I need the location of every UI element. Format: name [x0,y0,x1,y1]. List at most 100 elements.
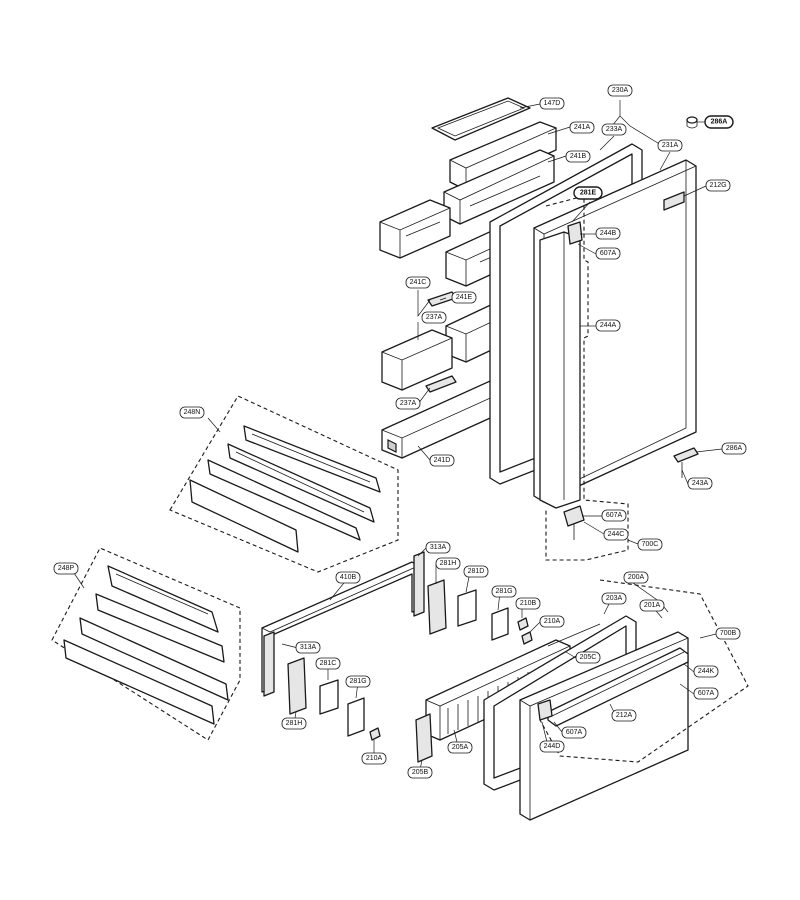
svg-text:210B: 210B [520,600,537,607]
part-281C-block [319,679,339,715]
svg-text:210A: 210A [366,755,383,762]
svg-text:607A: 607A [606,512,623,519]
callout-313A-left: 313A [295,641,321,654]
dashed-group-248N [169,395,399,573]
part-212G-handle-badge [663,191,685,211]
svg-text:241A: 241A [574,124,591,131]
callout-243A: 243A [687,477,713,490]
svg-text:248P: 248P [58,565,75,572]
callout-241C: 241C [405,276,431,289]
svg-text:281G: 281G [495,588,512,595]
svg-text:244D: 244D [544,743,561,750]
svg-text:210A: 210A [544,618,561,625]
part-door-bin-left-lower [381,329,453,391]
callout-203A: 203A [601,592,627,605]
svg-text:313A: 313A [300,644,317,651]
callout-281G-top: 281G [491,585,517,598]
callout-244B: 244B [595,227,621,240]
svg-text:281G: 281G [349,678,366,685]
part-281H-bracket-left [287,657,307,715]
part-281D-block [457,589,477,627]
callout-286A-top: 286A [704,115,734,129]
svg-text:244C: 244C [608,531,625,538]
svg-text:241B: 241B [570,153,587,160]
svg-text:212A: 212A [616,712,633,719]
svg-text:607A: 607A [566,729,583,736]
svg-text:200A: 200A [628,574,645,581]
callout-700C: 700C [637,538,663,551]
svg-text:248N: 248N [184,409,201,416]
svg-text:410B: 410B [340,574,357,581]
callout-241B: 241B [565,150,591,163]
callout-313A-top: 313A [425,541,451,554]
svg-text:201A: 201A [644,602,661,609]
callout-241D: 241D [429,454,455,467]
callout-244A: 244A [595,319,621,332]
callout-205A: 205A [447,741,473,754]
svg-text:241D: 241D [434,457,451,464]
callout-244D: 244D [539,740,565,753]
svg-text:281C: 281C [320,660,337,667]
callout-210A-right: 210A [539,615,565,628]
svg-text:237A: 237A [426,314,443,321]
leader-lines [71,100,723,771]
svg-text:231A: 231A [662,142,679,149]
callout-286A-right: 286A [721,442,747,455]
svg-text:230A: 230A [612,87,629,94]
part-210A-clip-right [521,631,533,645]
callout-281D: 281D [463,565,489,578]
part-241A-door-shelf [449,121,557,191]
part-244D-handle-end-cap [537,699,553,721]
svg-text:244K: 244K [698,668,715,675]
svg-text:313A: 313A [430,544,447,551]
part-205C-basket-divider [547,623,601,647]
svg-text:281H: 281H [440,560,457,567]
part-281G-block-left [347,697,365,737]
callout-244C: 244C [603,528,629,541]
svg-text:700C: 700C [642,541,659,548]
callout-248N: 248N [179,406,205,419]
callout-248P: 248P [53,562,79,575]
part-244K-drawer-handle [547,647,689,727]
svg-text:212G: 212G [709,182,726,189]
svg-text:241E: 241E [456,294,473,301]
callout-281G-left: 281G [345,675,371,688]
callout-281E: 281E [573,186,603,200]
part-313A-slide-rail-left [263,631,275,697]
svg-text:205A: 205A [452,744,469,751]
part-147D-tray-cover [431,97,531,141]
svg-text:233A: 233A [606,126,623,133]
part-313A-slide-rail-right [413,551,425,617]
part-210B-clip [517,617,529,631]
callout-212G: 212G [705,179,731,192]
svg-text:286A: 286A [711,119,728,126]
callout-607A-bottom: 607A [693,687,719,700]
svg-text:205C: 205C [580,654,597,661]
part-244A-door-handle-tube [539,231,581,509]
callout-410B: 410B [335,571,361,584]
svg-text:607A: 607A [698,690,715,697]
callout-230A: 230A [607,84,633,97]
callout-237A-lower: 237A [395,397,421,410]
callout-201A: 201A [639,599,665,612]
callout-244K: 244K [693,665,719,678]
callout-237A-upper: 237A [421,311,447,324]
callout-281H-top: 281H [435,557,461,570]
part-237A-clip-lower [425,375,457,393]
callout-205B: 205B [407,766,433,779]
svg-text:244A: 244A [600,322,617,329]
svg-text:237A: 237A [400,400,417,407]
callout-607A-top: 607A [595,247,621,260]
callout-147D: 147D [539,97,565,110]
callout-241A: 241A [569,121,595,134]
callout-700B: 700B [715,627,741,640]
svg-text:243A: 243A [692,480,709,487]
svg-text:203A: 203A [606,595,623,602]
callout-281C: 281C [315,657,341,670]
part-281G-block-top [491,607,509,641]
part-244B-handle-cap-top [567,221,583,245]
callout-205C: 205C [575,651,601,664]
callout-607A-lowmid: 607A [561,726,587,739]
svg-text:281D: 281D [468,568,485,575]
callout-212A: 212A [611,709,637,722]
